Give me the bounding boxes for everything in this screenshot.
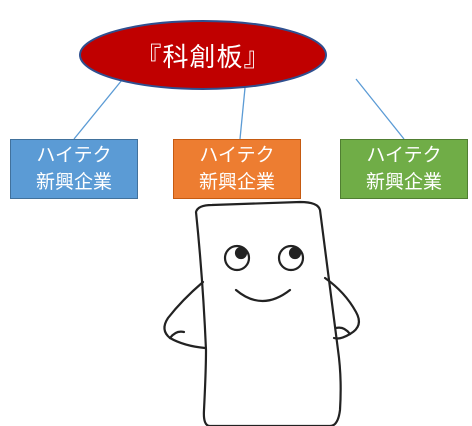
center-label: 『科創板』 (135, 42, 271, 73)
category-box-middle: ハイテク 新興企業 (173, 139, 301, 199)
box-right-line1: ハイテク (366, 144, 442, 166)
category-box-right: ハイテク 新興企業 (340, 139, 468, 199)
connector-right (355, 78, 405, 140)
box-right-line2: 新興企業 (365, 171, 442, 193)
smiling-marshmallow-character-icon (163, 200, 361, 426)
category-box-left: ハイテク 新興企業 (10, 139, 138, 199)
box-middle-line1: ハイテク (199, 144, 275, 166)
box-left-line2: 新興企業 (35, 171, 112, 193)
center-ellipse (79, 20, 327, 90)
connector-left (73, 79, 123, 140)
box-middle-line2: 新興企業 (198, 171, 275, 193)
box-left-line1: ハイテク (36, 144, 112, 166)
connector-middle (239, 87, 246, 140)
